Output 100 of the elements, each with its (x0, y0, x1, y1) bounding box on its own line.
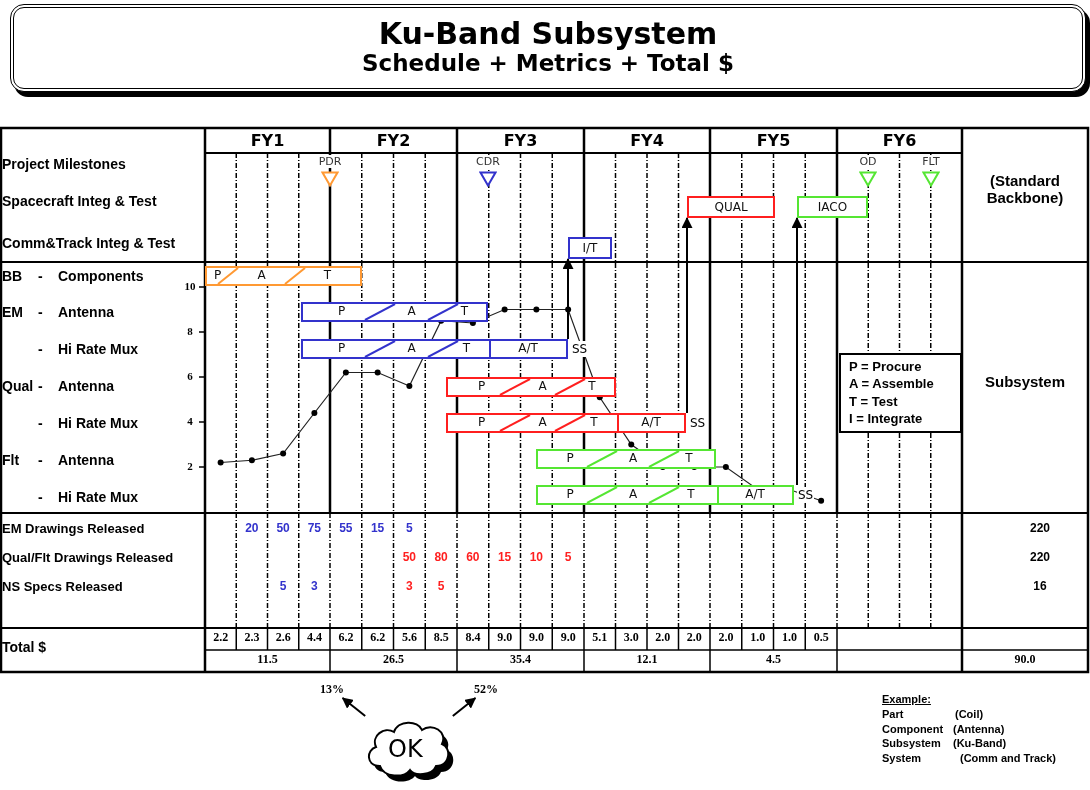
example-text: (Antenna) (953, 722, 1005, 736)
phase-letter: T (459, 304, 470, 320)
phase-letter: P (336, 304, 347, 320)
milestone-label: PDR (317, 155, 343, 168)
section-label: (Standard Backbone) (985, 172, 1065, 207)
task-bar (446, 377, 616, 397)
metric-value: 5 (563, 551, 573, 565)
arrow (681, 217, 693, 414)
metric-value: 50 (401, 551, 418, 565)
metric-value: 75 (306, 522, 323, 536)
cost-value: 2.0 (685, 631, 703, 645)
phase-letter: A/T (640, 415, 662, 431)
metric-value: 20 (244, 522, 260, 536)
fiscal-year-header: FY6 (881, 132, 918, 151)
metric-value: 3 (310, 580, 319, 594)
subtitle: Schedule + Metrics + Total $ (361, 50, 735, 77)
row-label: Antenna (58, 452, 114, 469)
row-label: Total $ (2, 639, 47, 656)
row-label: - (38, 378, 43, 395)
phase-letter: P (212, 268, 223, 284)
row-label: Antenna (58, 378, 114, 395)
row-label: Hi Rate Mux (58, 415, 139, 432)
cost-value: 8.4 (464, 631, 482, 645)
row-label: Comm&Track Integ & Test (2, 235, 176, 252)
task-bar (536, 485, 794, 505)
phase-box: QUAL (687, 196, 775, 218)
phase-letter: A/T (744, 487, 766, 503)
metric-value: 220 (1029, 522, 1051, 536)
section-label: Subsystem (983, 373, 1066, 391)
cost-value: 9.0 (527, 631, 545, 645)
metric-value: 3 (405, 580, 414, 594)
row-label: - (38, 415, 43, 432)
phase-box: I/T (568, 237, 612, 259)
cost-value: 2.0 (717, 631, 735, 645)
row-label: EM (2, 304, 23, 321)
example-heading: Example: (882, 693, 931, 706)
fiscal-year-header: FY1 (249, 132, 286, 151)
phase-letter: A (627, 451, 639, 467)
cost-value: 9.0 (559, 631, 577, 645)
example-text: (Coil) (955, 708, 984, 721)
metric-value: 60 (465, 551, 481, 565)
cost-value: 1.0 (749, 631, 767, 645)
key-entry: A = Assemble (849, 376, 935, 393)
metric-value: 16 (1032, 580, 1048, 594)
phase-letter: T (322, 268, 333, 284)
phase-letter: A (537, 379, 548, 395)
phase-letter: P (565, 487, 575, 503)
row-label: Components (58, 268, 144, 285)
row-label: - (38, 341, 43, 358)
phase-letter: A (406, 304, 417, 320)
cost-value: 5.6 (400, 631, 418, 645)
phase-box: IACO (797, 196, 868, 218)
example-text: System (882, 751, 922, 765)
task-bar (446, 413, 686, 433)
milestone-label: OD (858, 155, 878, 168)
scale-number: 10 (183, 280, 197, 293)
cost-value: 6.2 (369, 631, 387, 645)
cost-value: 4.4 (305, 631, 323, 645)
fiscal-year-header: FY5 (755, 132, 792, 151)
cost-value: 90.0 (1013, 653, 1037, 667)
example-text: (Comm and Track) (960, 751, 1056, 765)
phase-letter: A/T (517, 341, 539, 357)
milestone-label: CDR (475, 155, 501, 168)
metric-row-label: NS Specs Released (2, 580, 123, 595)
cost-value: 8.5 (432, 631, 450, 645)
cost-value: 4.5 (765, 653, 782, 667)
phase-letter: A (537, 415, 548, 431)
example-text: Part (882, 708, 904, 721)
row-label: Hi Rate Mux (58, 489, 139, 506)
cost-value: 12.1 (635, 653, 659, 667)
cost-value: 9.0 (496, 631, 514, 645)
metric-value: 50 (275, 522, 291, 536)
key-entry: T = Test (849, 393, 899, 410)
row-label: BB (2, 268, 23, 285)
metric-value: 5 (436, 580, 446, 594)
row-label: Spacecraft Integ & Test (2, 193, 157, 210)
percentage-label: 52% (470, 681, 502, 698)
key-entry: P = Procure (849, 359, 923, 375)
task-bar (301, 302, 488, 322)
metric-value: 5 (278, 580, 288, 594)
row-label: Project Milestones (2, 156, 126, 173)
arrow (451, 697, 477, 717)
phase-letter: T (461, 341, 472, 357)
task-bar (301, 339, 568, 359)
row-label: - (38, 304, 43, 321)
phase-letter: T (587, 379, 597, 395)
cost-value: 26.5 (382, 653, 405, 667)
arrow (791, 217, 803, 486)
example-text: (Ku-Band) (953, 737, 1007, 750)
phase-letter: A (256, 268, 267, 284)
fiscal-year-header: FY4 (629, 132, 665, 151)
cost-value: 11.5 (256, 653, 279, 667)
cost-value: 2.2 (212, 631, 230, 645)
metric-value: 55 (338, 522, 354, 536)
cost-value: 1.0 (780, 631, 798, 645)
cost-value: 2.0 (654, 631, 672, 645)
cost-value: 2.3 (243, 631, 261, 645)
arrow (562, 258, 574, 340)
start-label: SS (571, 341, 589, 357)
task-bar (205, 266, 362, 286)
